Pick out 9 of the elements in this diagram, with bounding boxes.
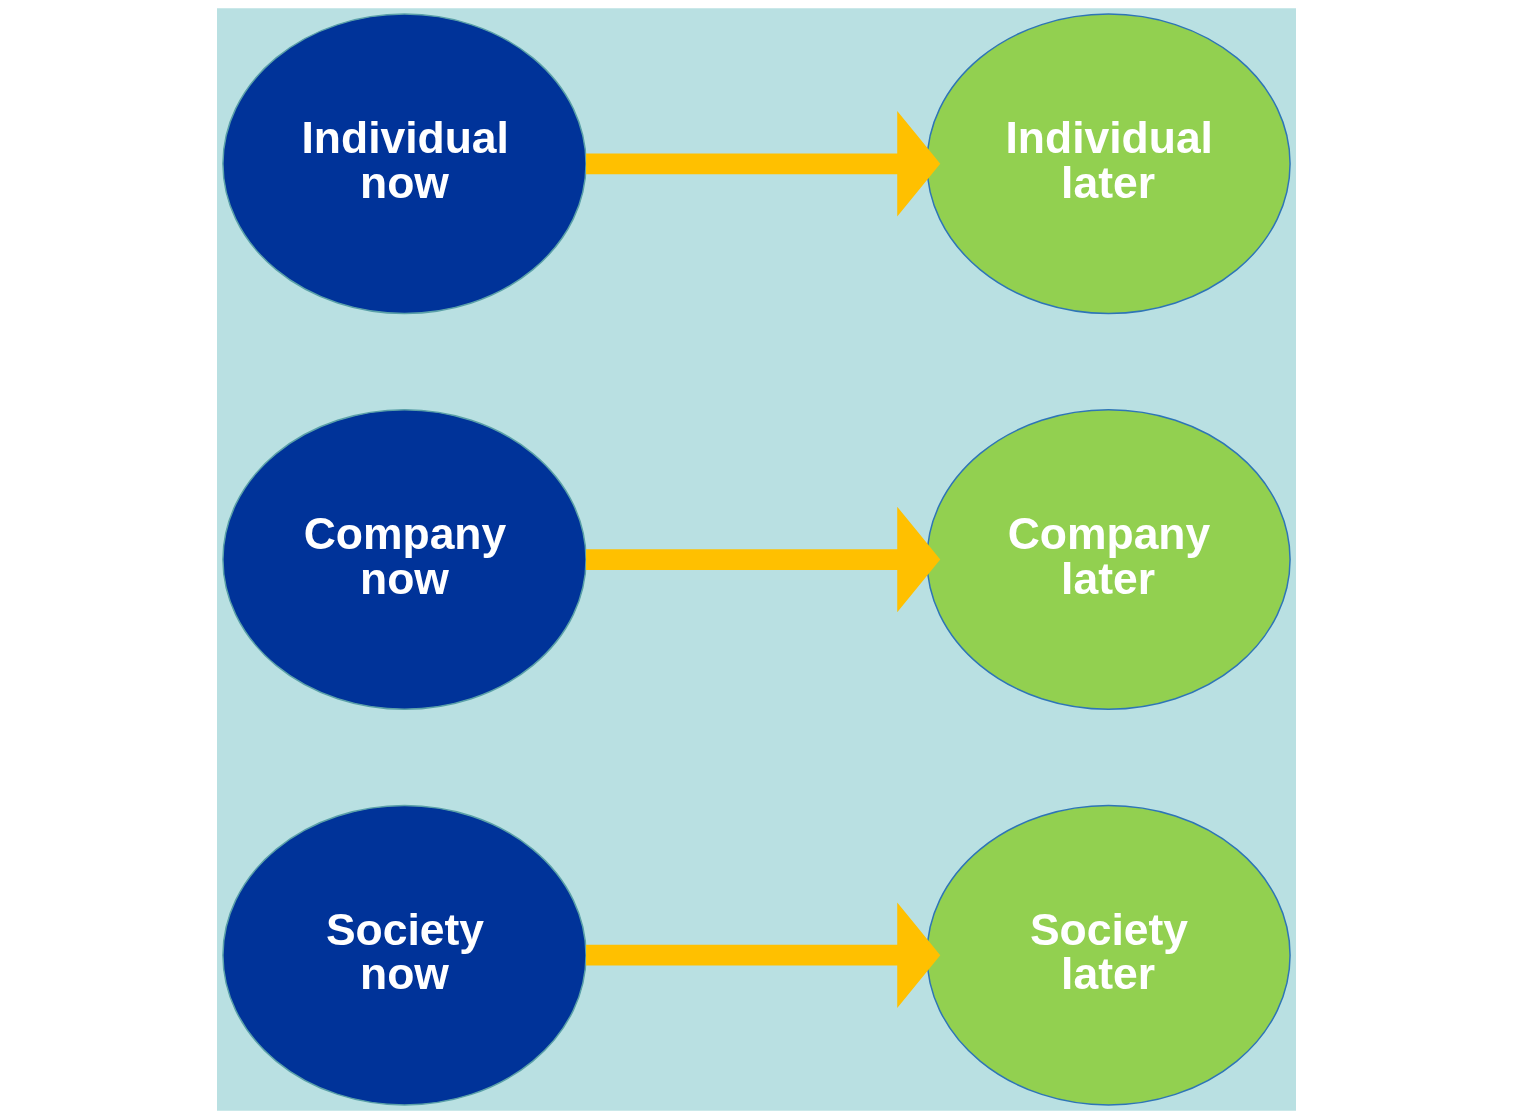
node-ellipse: Society now xyxy=(222,804,587,1106)
node-ellipse: Individual later xyxy=(926,13,1291,315)
node-ellipse: Individual now xyxy=(222,13,587,315)
node-ellipse: Company later xyxy=(926,409,1291,710)
arrow xyxy=(586,111,941,217)
arrow xyxy=(586,902,941,1008)
arrow xyxy=(586,506,941,613)
node-ellipse: Society later xyxy=(926,804,1291,1106)
node-ellipse: Company now xyxy=(222,409,587,710)
